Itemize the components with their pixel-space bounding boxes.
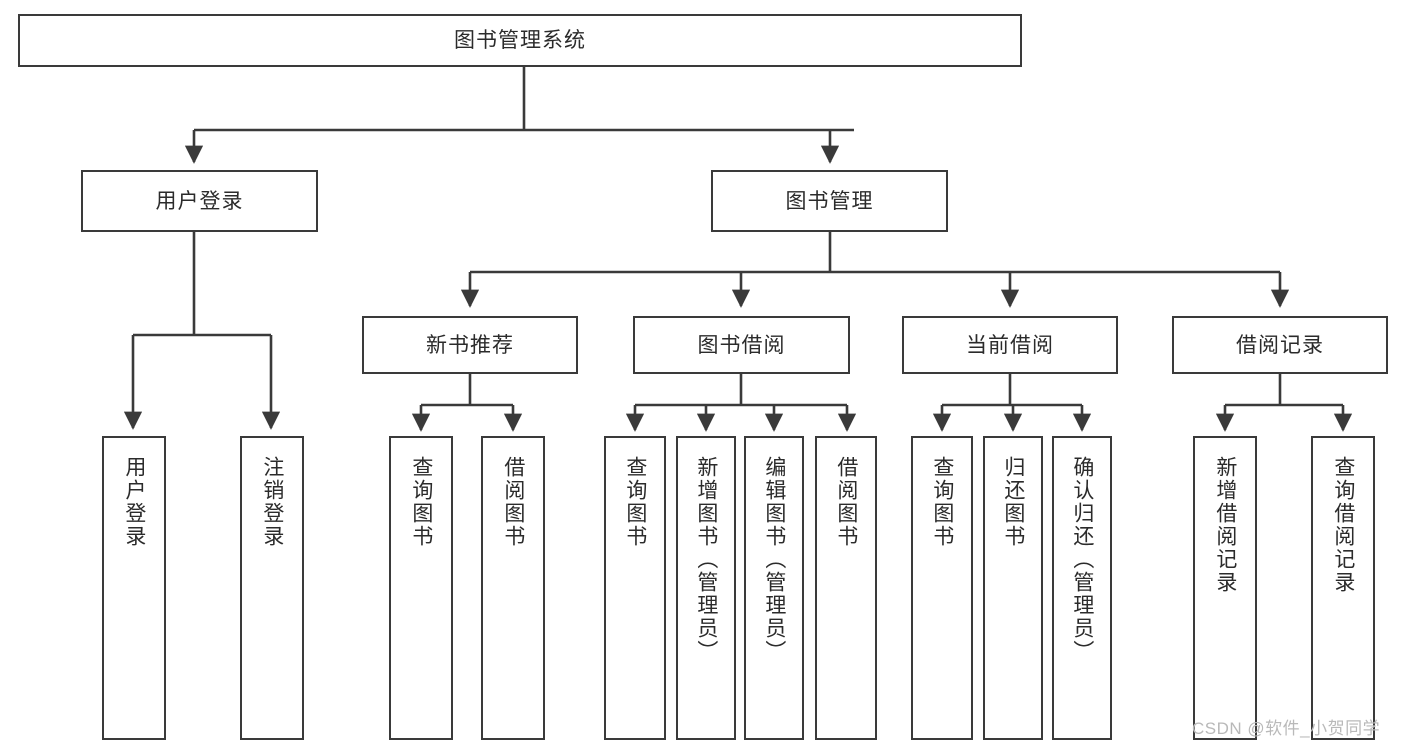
node-leaf-query-book-1[interactable]: 查询图书 xyxy=(389,436,453,740)
node-book-manage[interactable]: 图书管理 xyxy=(711,170,948,232)
node-leaf-confirm-return-label: 确认归还（管理员） xyxy=(1070,456,1094,663)
node-borrow-record[interactable]: 借阅记录 xyxy=(1172,316,1388,374)
node-leaf-edit-book[interactable]: 编辑图书（管理员） xyxy=(744,436,804,740)
node-leaf-query-book-2[interactable]: 查询图书 xyxy=(604,436,666,740)
node-current-borrow-label: 当前借阅 xyxy=(966,333,1054,357)
node-root-label: 图书管理系统 xyxy=(454,29,586,52)
node-leaf-add-book-label: 新增图书（管理员） xyxy=(694,456,718,663)
node-leaf-query-record[interactable]: 查询借阅记录 xyxy=(1311,436,1375,740)
node-leaf-query-book-3[interactable]: 查询图书 xyxy=(911,436,973,740)
node-leaf-user-login-label: 用户登录 xyxy=(122,456,146,548)
node-leaf-edit-book-label: 编辑图书（管理员） xyxy=(762,456,786,663)
node-leaf-return-book[interactable]: 归还图书 xyxy=(983,436,1043,740)
node-leaf-borrow-book-1[interactable]: 借阅图书 xyxy=(481,436,545,740)
node-book-manage-label: 图书管理 xyxy=(785,189,874,213)
node-leaf-query-book-2-label: 查询图书 xyxy=(623,456,647,548)
node-book-borrow-label: 图书借阅 xyxy=(697,333,786,357)
node-leaf-borrow-book-2-label: 借阅图书 xyxy=(834,456,858,548)
node-book-borrow[interactable]: 图书借阅 xyxy=(633,316,850,374)
node-new-book-rec[interactable]: 新书推荐 xyxy=(362,316,578,374)
node-new-book-rec-label: 新书推荐 xyxy=(426,333,514,357)
node-leaf-borrow-book-1-label: 借阅图书 xyxy=(501,456,525,548)
node-borrow-record-label: 借阅记录 xyxy=(1236,333,1324,357)
node-leaf-borrow-book-2[interactable]: 借阅图书 xyxy=(815,436,877,740)
node-leaf-add-book[interactable]: 新增图书（管理员） xyxy=(676,436,736,740)
node-current-borrow[interactable]: 当前借阅 xyxy=(902,316,1118,374)
node-user-login[interactable]: 用户登录 xyxy=(81,170,318,232)
node-leaf-user-login[interactable]: 用户登录 xyxy=(102,436,166,740)
node-leaf-user-logout[interactable]: 注销登录 xyxy=(240,436,304,740)
node-leaf-return-book-label: 归还图书 xyxy=(1001,456,1025,548)
node-root[interactable]: 图书管理系统 xyxy=(18,14,1022,67)
node-leaf-user-logout-label: 注销登录 xyxy=(260,456,284,548)
node-leaf-add-record-label: 新增借阅记录 xyxy=(1213,456,1237,594)
node-leaf-add-record[interactable]: 新增借阅记录 xyxy=(1193,436,1257,740)
node-leaf-query-record-label: 查询借阅记录 xyxy=(1331,456,1355,594)
node-user-login-label: 用户登录 xyxy=(155,189,244,213)
node-leaf-query-book-1-label: 查询图书 xyxy=(409,456,433,548)
node-leaf-confirm-return[interactable]: 确认归还（管理员） xyxy=(1052,436,1112,740)
node-leaf-query-book-3-label: 查询图书 xyxy=(930,456,954,548)
csdn-watermark: CSDN @软件_小贺同学 xyxy=(1192,719,1381,738)
